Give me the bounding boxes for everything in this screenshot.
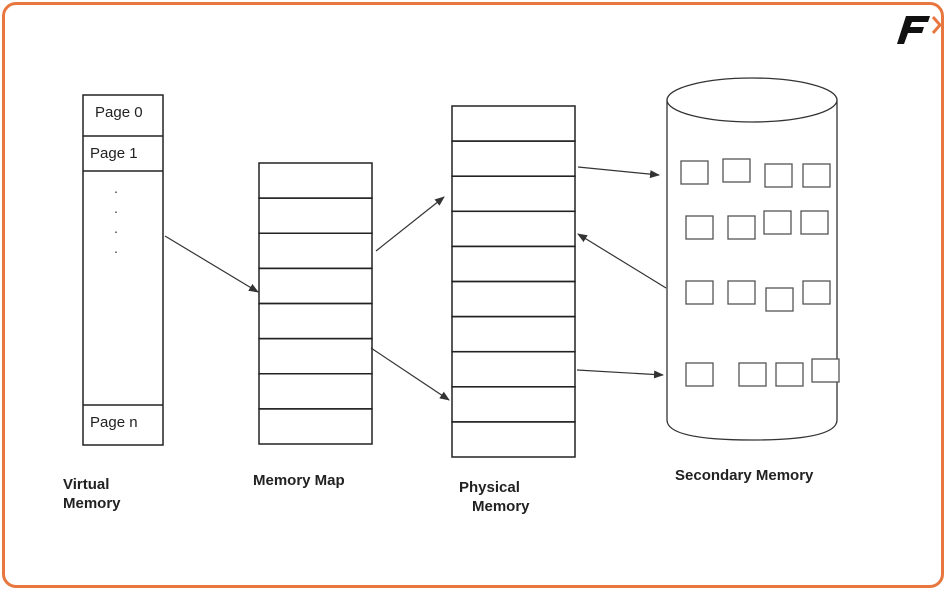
memory-map-row [258,162,373,199]
memory-map-row [258,267,373,305]
ellipsis-dot: . [114,200,118,216]
storage-block [775,362,804,387]
diagram-frame [2,2,944,588]
storage-block [727,215,756,240]
physical-memory-frame [451,105,576,142]
physical-memory-frame [451,421,576,458]
physical-memory-frame [451,140,576,177]
memory-map-row [258,232,373,270]
virtual-memory-column [82,94,164,446]
storage-block [765,287,794,312]
storage-block [738,362,767,387]
physical-memory-label-line1: Physical [459,479,520,496]
physical-memory-frame [451,386,576,423]
physical-memory-frame [451,350,576,388]
memory-map-table [258,162,373,445]
storage-block [764,163,793,188]
arrow-virtual-to-map [164,235,259,293]
storage-block [800,210,829,235]
physical-memory-label-line2: Memory [472,498,530,515]
arrow-map-to-physical-lower [370,347,450,401]
virtual-memory-label-line1: Virtual [63,476,110,493]
storage-block [722,158,751,183]
storage-block [811,358,840,383]
virtual-memory-label-line2: Memory [63,495,121,512]
memory-map-row [258,197,373,234]
storage-block [802,280,831,305]
storage-block [685,362,714,387]
physical-memory-frame [451,210,576,248]
memory-map-row [258,302,373,340]
page-0-label: Page 0 [95,104,143,121]
arrow-map-to-physical-upper [375,196,445,252]
page-1-label: Page 1 [90,145,138,162]
ellipsis-dot: . [114,240,118,256]
physical-memory-frame [451,315,576,353]
physical-memory-frame [451,245,576,283]
storage-block [802,163,831,188]
memory-map-row [258,337,373,375]
memory-map-label: Memory Map [253,472,345,489]
secondary-memory-cylinder [666,77,838,441]
storage-block [685,215,714,240]
arrows [164,166,667,401]
page-n-label: Page n [90,414,138,431]
arrow-physical-to-secondary-upper [577,166,660,179]
arrow-physical-to-secondary-lower [576,369,664,379]
storage-block [763,210,792,235]
memory-map-row [258,373,373,410]
storage-block [727,280,756,305]
arrow-secondary-to-physical [577,233,667,289]
ellipsis-dot: . [114,180,118,196]
storage-block [680,160,709,185]
secondary-memory-label: Secondary Memory [675,467,814,484]
ellipsis-dot: . [114,220,118,236]
brand-logo-icon [897,16,942,44]
physical-memory-table [451,105,576,458]
memory-map-row [258,408,373,445]
storage-block [685,280,714,305]
physical-memory-frame [451,175,576,213]
physical-memory-frame [451,280,576,318]
secondary-memory-blocks [680,158,840,387]
